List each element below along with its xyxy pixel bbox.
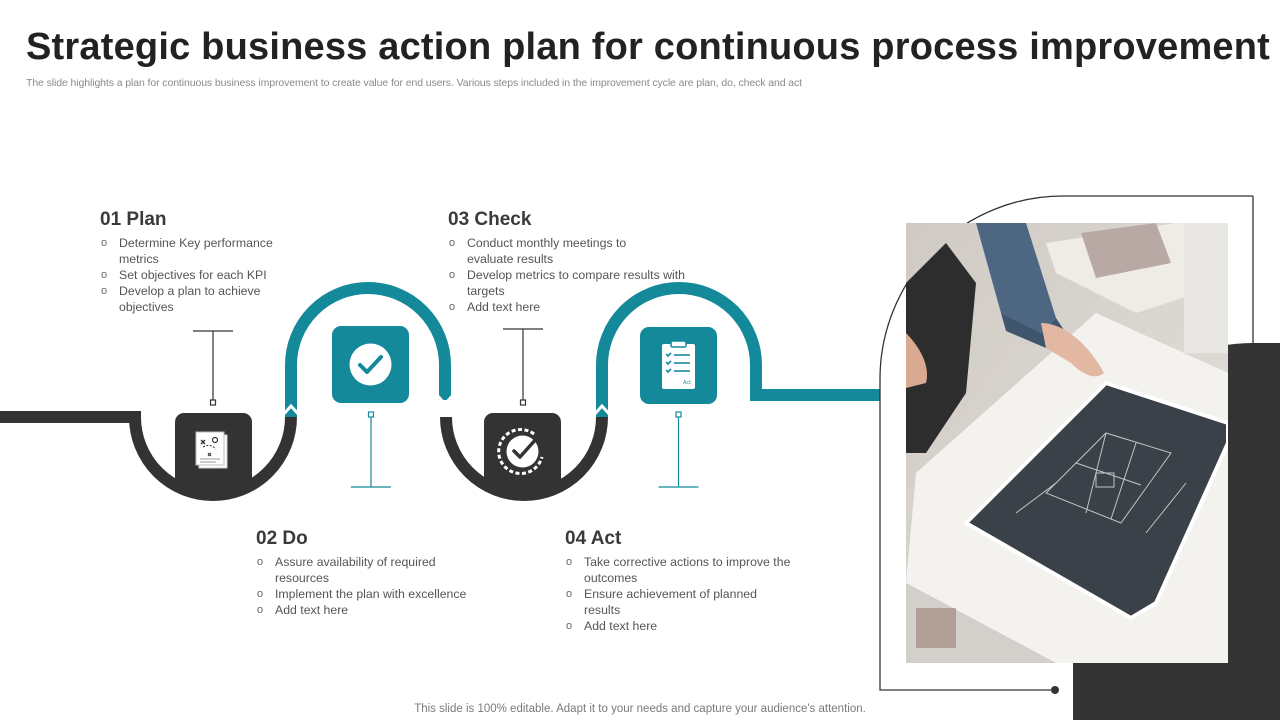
- clipboard-checklist-icon: Act: [662, 340, 695, 389]
- act-icon-box: Act: [640, 327, 717, 404]
- do-icon-box: [332, 326, 409, 403]
- step-title: 03 Check: [448, 209, 532, 230]
- list-item: Set objectives for each KPI: [100, 267, 340, 283]
- svg-text:Act: Act: [683, 380, 691, 386]
- list-item: Add text here: [448, 299, 688, 315]
- list-item: Develop metrics to compare results with …: [448, 267, 692, 299]
- teal-arch-1: [285, 282, 451, 417]
- step-list: Conduct monthly meetings to evaluate res…: [448, 235, 688, 315]
- step-plan: 01 Plan Determine Key performance metric…: [100, 209, 340, 315]
- plan-icon-box: [175, 413, 252, 490]
- do-connector: [351, 411, 391, 488]
- page-subtitle: The slide highlights a plan for continuo…: [26, 77, 802, 89]
- step-list: Take corrective actions to improve the o…: [565, 554, 805, 634]
- step-check: 03 Check Conduct monthly meetings to eva…: [448, 209, 688, 315]
- frame-end-dot: [1051, 686, 1059, 694]
- step-act: 04 Act Take corrective actions to improv…: [565, 528, 805, 634]
- chevron-down-icon: [434, 392, 456, 407]
- page-title: Strategic business action plan for conti…: [26, 26, 1271, 68]
- list-item: Determine Key performance metrics: [100, 235, 289, 267]
- list-item: Implement the plan with excellence: [256, 586, 496, 602]
- plan-connector: [193, 330, 233, 406]
- step-do: 02 Do Assure availability of required re…: [256, 528, 496, 618]
- chevron-up-icon: [280, 403, 302, 418]
- check-badge-icon: [497, 428, 544, 475]
- list-item: Conduct monthly meetings to evaluate res…: [448, 235, 647, 267]
- list-item: Develop a plan to achieve objectives: [100, 283, 279, 315]
- blueprint-photo: [906, 223, 1228, 663]
- dark-flow-path: [0, 411, 297, 501]
- step-title: 04 Act: [565, 528, 622, 549]
- list-item: Add text here: [256, 602, 496, 618]
- check-connector: [503, 328, 543, 406]
- list-item: Ensure achievement of planned results: [565, 586, 774, 618]
- checkmark-circle-icon: [349, 343, 392, 386]
- chevron-up-icon-2: [591, 403, 613, 418]
- dark-flow-path-2: [440, 416, 608, 501]
- act-connector: [658, 411, 699, 488]
- step-title: 01 Plan: [100, 209, 167, 230]
- step-title: 02 Do: [256, 528, 308, 549]
- list-item: Assure availability of required resource…: [256, 554, 465, 586]
- check-icon-box: [484, 413, 561, 490]
- list-item: Add text here: [565, 618, 805, 634]
- step-list: Determine Key performance metrics Set ob…: [100, 235, 340, 315]
- strategy-document-icon: [195, 431, 228, 469]
- step-list: Assure availability of required resource…: [256, 554, 496, 618]
- list-item: Take corrective actions to improve the o…: [565, 554, 794, 586]
- footer-note: This slide is 100% editable. Adapt it to…: [414, 703, 866, 715]
